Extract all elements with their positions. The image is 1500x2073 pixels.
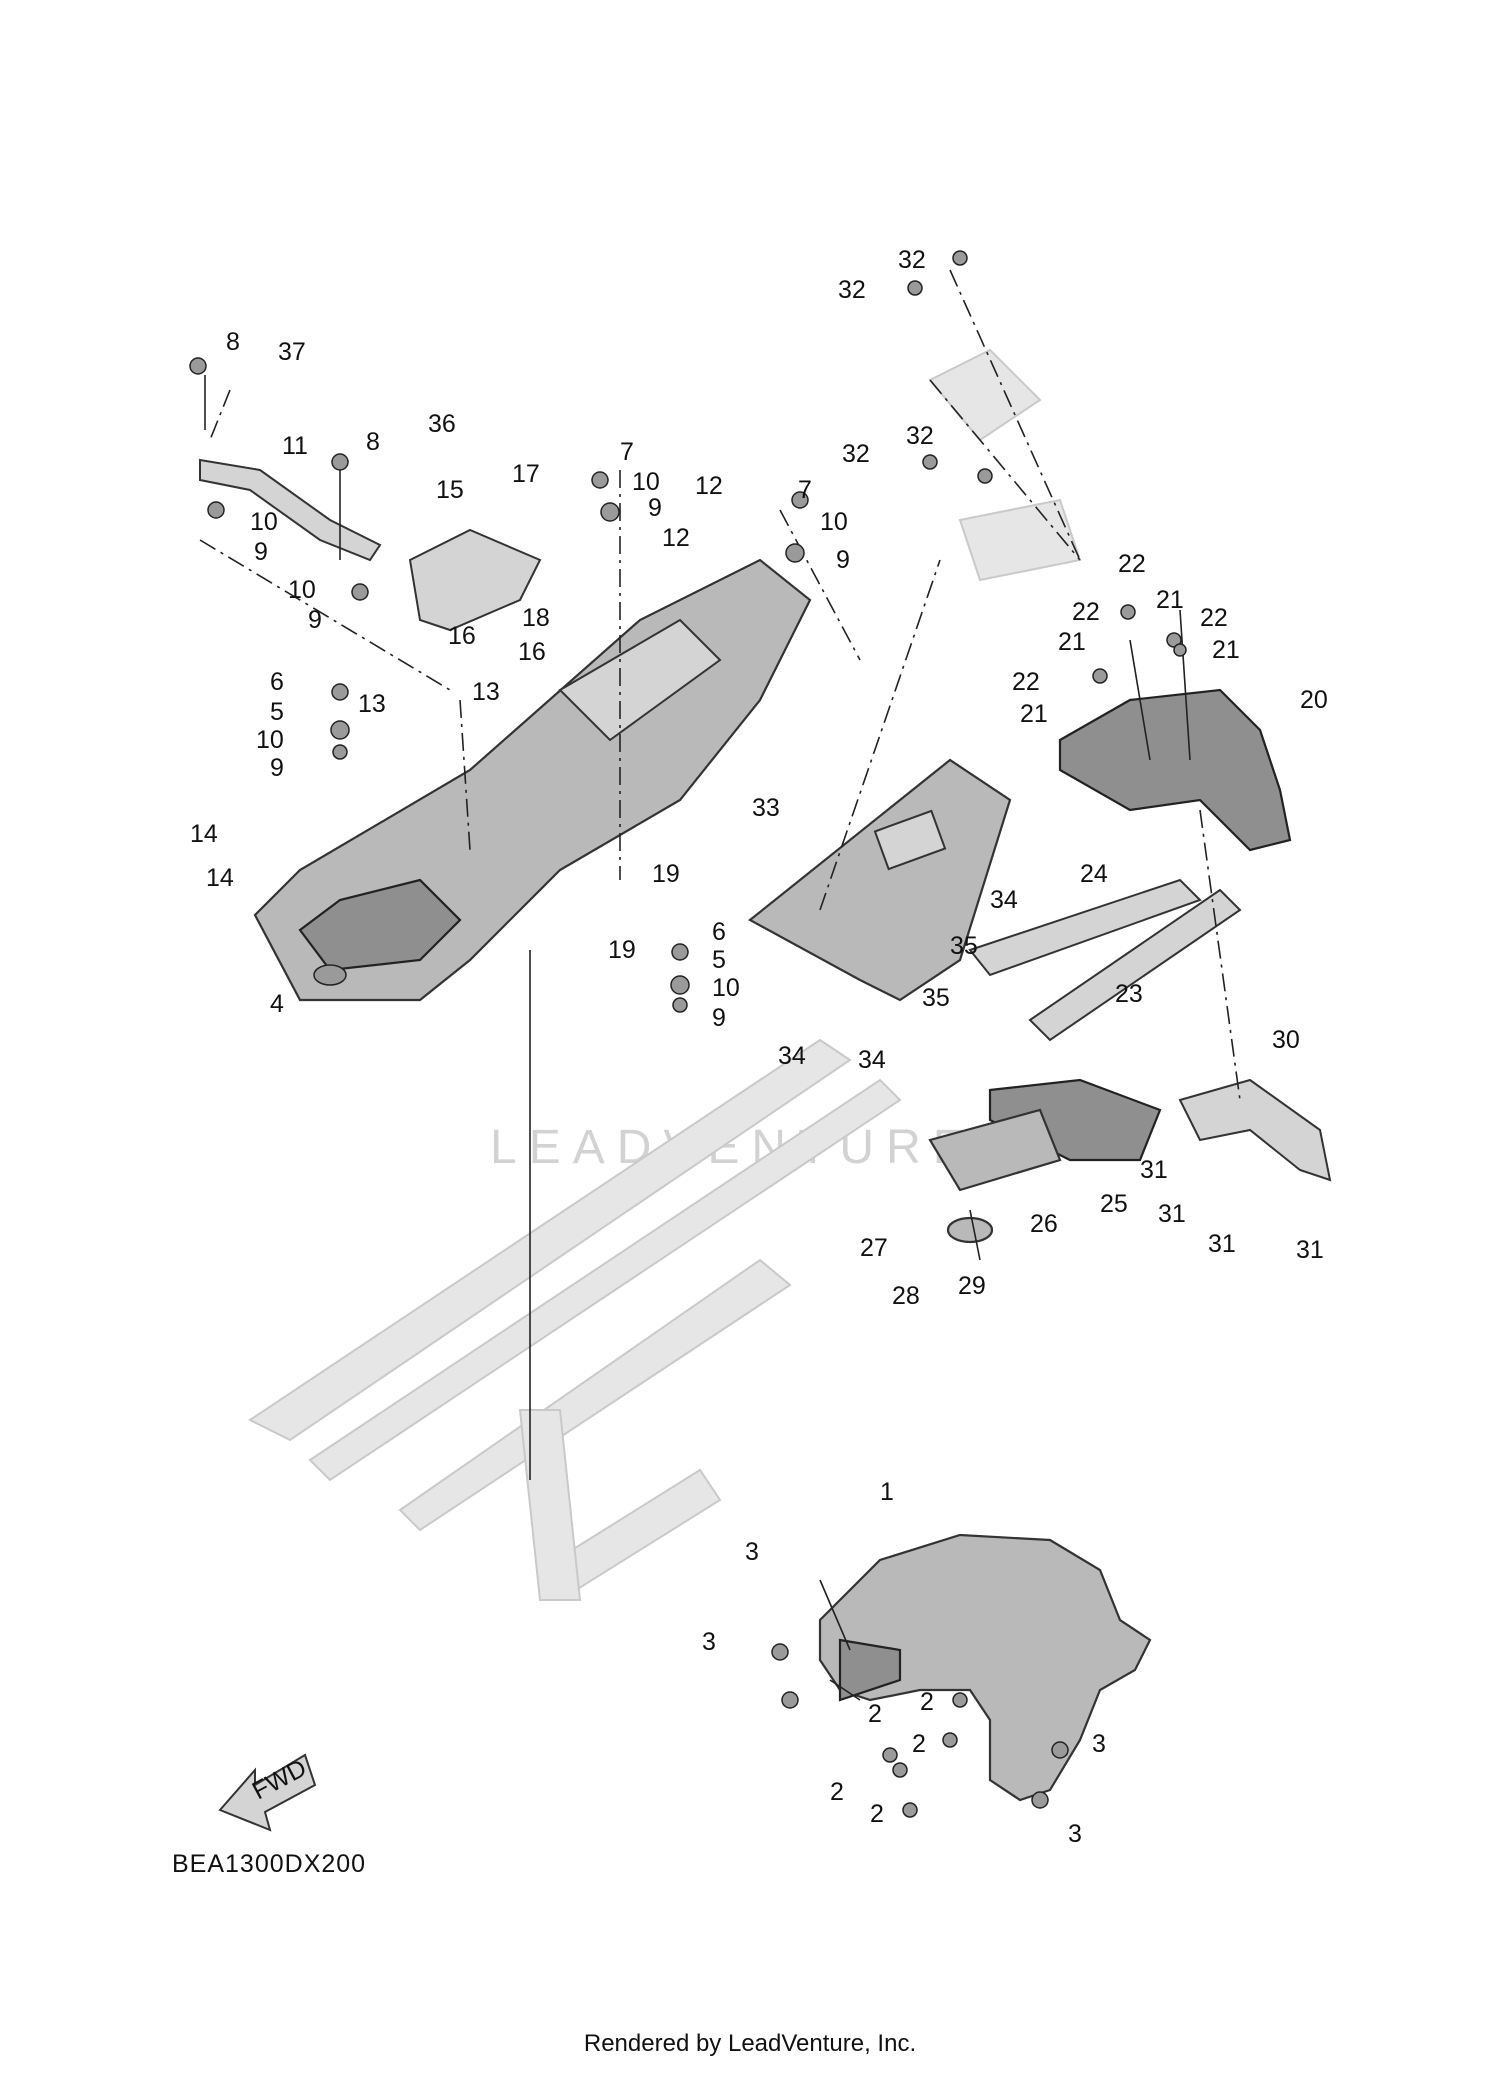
flap-25 [928, 1078, 1162, 1192]
callout-13: 13 [472, 678, 500, 706]
callout-3: 3 [1068, 1820, 1082, 1848]
callout-21: 21 [1058, 628, 1086, 656]
callout-19: 19 [652, 860, 680, 888]
diagram-code: BEA1300DX200 [172, 1850, 367, 1878]
callout-6: 6 [270, 668, 284, 696]
callout-14: 14 [206, 864, 234, 892]
callout-31: 31 [1140, 1156, 1168, 1184]
callout-15: 15 [436, 476, 464, 504]
callout-16: 16 [518, 638, 546, 666]
callout-9: 9 [836, 546, 850, 574]
callout-18: 18 [522, 604, 550, 632]
callout-12: 12 [662, 524, 690, 552]
cover-20 [1058, 688, 1292, 852]
callout-19: 19 [608, 936, 636, 964]
callout-10: 10 [712, 974, 740, 1002]
callout-35: 35 [922, 984, 950, 1012]
callout-9: 9 [308, 606, 322, 634]
plate-33 [748, 758, 1012, 1002]
callout-9: 9 [254, 538, 268, 566]
callout-3: 3 [745, 1538, 759, 1566]
callout-23: 23 [1115, 980, 1143, 1008]
callout-28: 28 [892, 1282, 920, 1310]
callout-20: 20 [1300, 686, 1328, 714]
callout-22: 22 [1072, 598, 1100, 626]
callout-32: 32 [898, 246, 926, 274]
callout-32: 32 [838, 276, 866, 304]
callout-9: 9 [648, 494, 662, 522]
callout-21: 21 [1212, 636, 1240, 664]
callout-24: 24 [1080, 860, 1108, 888]
callout-7: 7 [798, 476, 812, 504]
callout-7: 7 [620, 438, 634, 466]
callout-2: 2 [868, 1700, 882, 1728]
callout-8: 8 [366, 428, 380, 456]
callout-12: 12 [695, 472, 723, 500]
callout-14: 14 [190, 820, 218, 848]
callout-10: 10 [288, 576, 316, 604]
callout-27: 27 [860, 1234, 888, 1262]
front-fender [818, 1533, 1152, 1802]
callout-1: 1 [880, 1478, 894, 1506]
callout-21: 21 [1020, 700, 1048, 728]
footer-credit: Rendered by LeadVenture, Inc. [583, 2030, 917, 2057]
callout-25: 25 [1100, 1190, 1128, 1218]
callout-2: 2 [870, 1800, 884, 1828]
callout-6: 6 [712, 918, 726, 946]
callout-4: 4 [270, 990, 284, 1018]
callout-10: 10 [632, 468, 660, 496]
callout-9: 9 [712, 1004, 726, 1032]
callout-17: 17 [512, 460, 540, 488]
callout-34: 34 [858, 1046, 886, 1074]
callout-31: 31 [1208, 1230, 1236, 1258]
callout-34: 34 [990, 886, 1018, 914]
callout-30: 30 [1272, 1026, 1300, 1054]
callout-10: 10 [820, 508, 848, 536]
callout-2: 2 [912, 1730, 926, 1758]
stays-23-24 [968, 878, 1242, 1042]
plate-26 [946, 1216, 994, 1244]
callout-37: 37 [278, 338, 306, 366]
callout-36: 36 [428, 410, 456, 438]
callout-5: 5 [712, 946, 726, 974]
callout-35: 35 [950, 932, 978, 960]
callouts: 1 2 2 2 2 2 3 3 3 3 4 5 5 6 6 7 7 8 8 9 … [190, 246, 1328, 1848]
callout-10: 10 [250, 508, 278, 536]
callout-16: 16 [448, 622, 476, 650]
callout-32: 32 [906, 422, 934, 450]
callout-21: 21 [1156, 586, 1184, 614]
callout-31: 31 [1158, 1200, 1186, 1228]
ghost-frame [248, 348, 1082, 1602]
callout-22: 22 [1012, 668, 1040, 696]
bracket-11 [199, 458, 382, 562]
callout-13: 13 [358, 690, 386, 718]
callout-26: 26 [1030, 1210, 1058, 1238]
callout-3: 3 [702, 1628, 716, 1656]
leader-lines [199, 269, 1241, 1701]
callout-10: 10 [256, 726, 284, 754]
callout-2: 2 [920, 1688, 934, 1716]
bracket-15 [408, 528, 542, 632]
callout-11: 11 [282, 432, 308, 460]
callout-32: 32 [842, 440, 870, 468]
callout-33: 33 [752, 794, 780, 822]
callout-34: 34 [778, 1042, 806, 1070]
callout-31: 31 [1296, 1236, 1324, 1264]
callout-9: 9 [270, 754, 284, 782]
hardware [189, 250, 1187, 1818]
callout-8: 8 [226, 328, 240, 356]
callout-2: 2 [830, 1778, 844, 1806]
fwd-arrow-icon: FWD [218, 1753, 317, 1832]
callout-22: 22 [1118, 550, 1146, 578]
callout-22: 22 [1200, 604, 1228, 632]
bracket-30 [1178, 1078, 1332, 1182]
callout-5: 5 [270, 698, 284, 726]
callout-3: 3 [1092, 1730, 1106, 1758]
callout-29: 29 [958, 1272, 986, 1300]
rear-fender-main [253, 558, 812, 1002]
